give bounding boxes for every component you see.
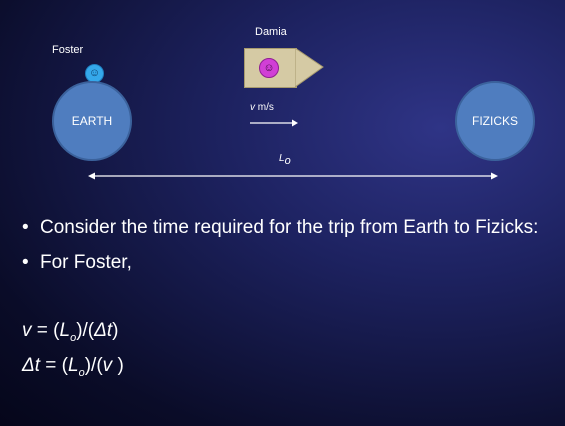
foster-label: Foster	[52, 44, 84, 56]
distance-double-arrow-icon	[88, 172, 498, 180]
eq1-sub: o	[70, 331, 77, 344]
eq1-eq: = (	[31, 320, 60, 341]
fizicks-circle: FIZICKS	[455, 81, 535, 161]
fizicks-label: FIZICKS	[471, 114, 518, 128]
eq2-var: L	[68, 355, 79, 376]
eq2-mid: )/(	[84, 355, 103, 376]
eq1-var: L	[59, 320, 71, 341]
eq2-den: v	[102, 355, 118, 376]
velocity-label: v m/s	[250, 102, 274, 113]
damia-smiley-icon: ☺	[259, 58, 279, 78]
eq2-lhs: Δt	[22, 355, 41, 376]
velocity-arrow-icon	[250, 119, 298, 127]
earth-label: EARTH	[71, 114, 113, 128]
equation-velocity: v = (Lo)/(Δt)	[22, 320, 118, 344]
distance-label: Lo	[279, 153, 291, 167]
bullet-item: • For Foster,	[22, 250, 542, 275]
damia-label: Damia	[255, 26, 287, 38]
eq1-mid: )/(	[76, 320, 95, 341]
earth-circle: EARTH	[52, 81, 132, 161]
bullet-text: For Foster,	[40, 252, 132, 273]
bullet-dot-icon: •	[22, 252, 29, 273]
bullet-item: • Consider the time required for the tri…	[22, 215, 542, 240]
eq1-end: )	[112, 320, 119, 341]
bullet-list: • Consider the time required for the tri…	[22, 215, 542, 285]
eq2-sub: o	[78, 366, 85, 379]
equation-time: Δt = (Lo)/(v )	[22, 355, 124, 379]
velocity-var: v	[250, 102, 255, 113]
eq2-end: )	[117, 355, 124, 376]
velocity-unit: m/s	[255, 102, 274, 113]
spaceship-nose	[295, 48, 324, 88]
eq1-lhs: v	[22, 320, 32, 341]
bullet-text: Consider the time required for the trip …	[40, 217, 539, 238]
distance-var: L	[279, 153, 285, 164]
eq1-den: Δt	[94, 320, 113, 341]
distance-sub: o	[284, 155, 291, 167]
bullet-dot-icon: •	[22, 217, 29, 238]
eq2-eq: = (	[40, 355, 69, 376]
